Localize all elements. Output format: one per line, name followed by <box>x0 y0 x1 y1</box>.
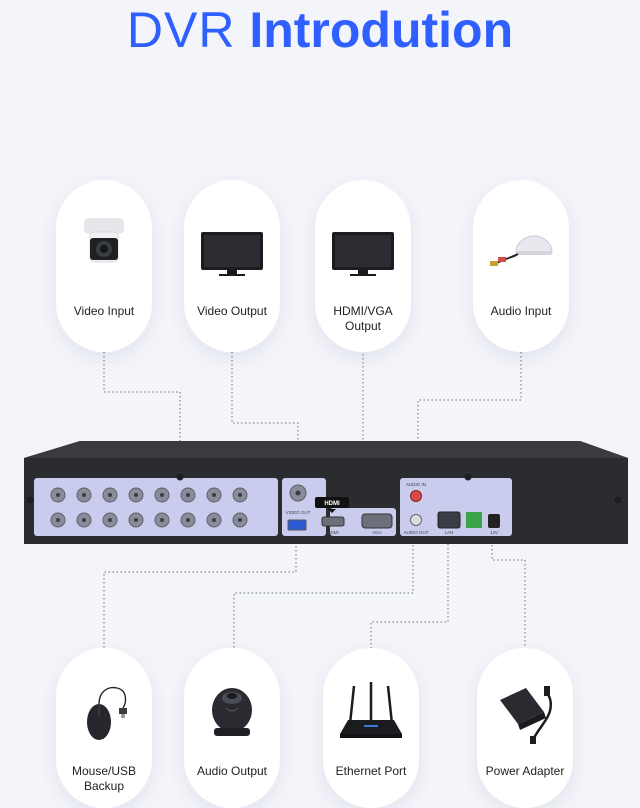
page-title: DVR Introdution <box>0 2 640 58</box>
audio-out-jack <box>410 514 422 526</box>
card-audio-output: Audio Output <box>184 648 280 808</box>
hdmi-logo-badge <box>315 497 349 508</box>
card-label: Audio Output <box>196 764 268 778</box>
card-video-output: Video Output <box>184 180 280 352</box>
card-mouse-usb-backup: Mouse/USB Backup <box>56 648 152 808</box>
usb-port <box>287 519 307 531</box>
microphone-icon <box>490 235 553 266</box>
card-label: Audio Input <box>490 304 552 318</box>
card-power-adapter: Power Adapter <box>477 648 573 808</box>
audio-in-jack <box>410 490 422 502</box>
power-adapter-icon <box>500 686 552 744</box>
terminal-block <box>466 512 482 528</box>
lan-port <box>437 511 461 529</box>
connector-video-output <box>231 352 299 483</box>
vga-label: VGA <box>372 530 382 535</box>
connector-usb <box>103 538 297 648</box>
hdmi-label: HDMI <box>327 530 339 535</box>
audio-out-label: AUDIO OUT <box>403 530 428 535</box>
video-out-label: VIDEO OUT <box>286 510 311 515</box>
hdmi-port <box>321 516 345 527</box>
card-ethernet-port: Ethernet Port <box>323 648 419 808</box>
card-hdmi-vga-output: HDMI/VGA Output <box>315 180 411 352</box>
card-audio-input: Audio Input <box>473 180 569 352</box>
speaker-icon <box>212 688 252 736</box>
mouse-icon <box>87 686 127 740</box>
card-label: Power Adapter <box>485 764 565 778</box>
connector-audio-output <box>233 525 414 648</box>
hdmi-logo-text: HDMI <box>324 501 340 507</box>
connector-power <box>491 545 526 648</box>
connector-lan <box>370 528 449 648</box>
card-label: Ethernet Port <box>335 764 407 778</box>
audio-in-label: AUDIO IN <box>406 482 426 487</box>
vga-port <box>361 513 393 529</box>
monitor-icon <box>201 232 263 276</box>
bnc-port-centers <box>56 493 242 522</box>
card-label: Video Input <box>73 304 135 318</box>
card-video-input: Video Input <box>56 180 152 352</box>
power-jack <box>488 514 500 528</box>
card-label: HDMI/VGA Output <box>333 304 393 333</box>
title-part-2: Introdution <box>249 2 514 58</box>
power-label: 12V <box>490 530 498 535</box>
bullet-camera-icon <box>84 218 124 263</box>
router-icon <box>340 682 402 738</box>
card-label: Video Output <box>197 304 267 318</box>
lan-label: LAN <box>445 530 454 535</box>
connector-video-input <box>103 352 181 476</box>
card-label: Mouse/USB Backup <box>71 764 137 793</box>
title-part-1: DVR <box>126 2 236 58</box>
monitor-icon <box>332 232 394 276</box>
